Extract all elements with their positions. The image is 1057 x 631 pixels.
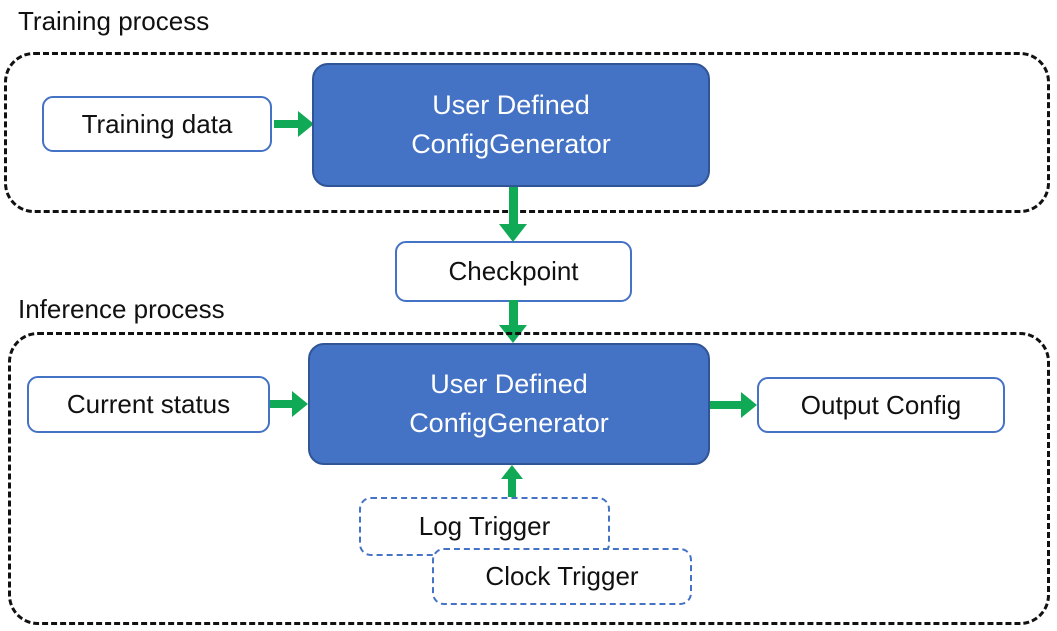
arrow-shaft: [508, 477, 516, 497]
arrow-generator-to-checkpoint: [499, 187, 527, 242]
generator-label-line2: ConfigGenerator: [411, 129, 611, 159]
inference-config-generator-box: User Defined ConfigGenerator: [308, 343, 710, 465]
arrow-training-data-to-generator: [274, 111, 314, 137]
arrow-shaft: [509, 300, 518, 327]
generator-label-line1: User Defined: [430, 368, 588, 399]
arrow-head-down-icon: [499, 224, 527, 242]
arrow-head-right-icon: [741, 392, 757, 418]
training-config-generator-box: User Defined ConfigGenerator: [312, 63, 710, 187]
arrow-log-trigger-to-generator: [501, 465, 523, 497]
arrow-generator-to-output-config: [710, 392, 757, 418]
arrow-shaft: [509, 187, 518, 226]
training-section-label: Training process: [18, 6, 210, 36]
checkpoint-box: Checkpoint: [395, 241, 632, 302]
arrow-head-right-icon: [298, 111, 314, 137]
arrow-current-status-to-generator: [270, 391, 308, 417]
arrow-shaft: [274, 120, 300, 128]
generator-label-line1: User Defined: [432, 89, 590, 120]
arrow-shaft: [270, 400, 294, 408]
training-process-container: [4, 52, 1050, 213]
training-data-box: Training data: [42, 96, 272, 152]
current-status-box: Current status: [27, 376, 270, 433]
arrow-shaft: [710, 401, 743, 409]
inference-process-container: [8, 332, 1050, 625]
inference-section-label: Inference process: [18, 294, 225, 324]
output-config-box: Output Config: [757, 377, 1005, 433]
arrow-head-right-icon: [292, 391, 308, 417]
arrow-head-up-icon: [501, 465, 523, 479]
generator-label-line2: ConfigGenerator: [409, 408, 609, 438]
clock-trigger-box: Clock Trigger: [432, 548, 692, 605]
